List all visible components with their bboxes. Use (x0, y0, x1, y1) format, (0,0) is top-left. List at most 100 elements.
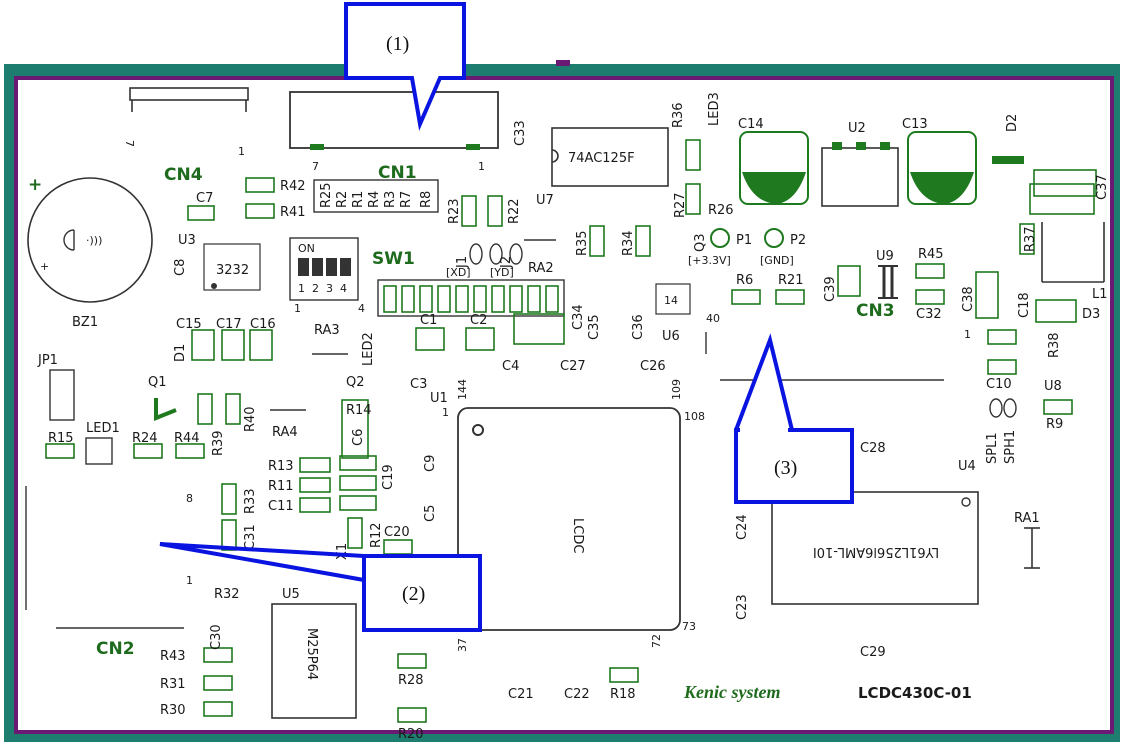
ref-c14: C14 (738, 117, 764, 132)
ref-r8: R8 (419, 191, 434, 208)
u6-chip: 14 (655, 283, 691, 315)
ref-sph1: SPH1 (1003, 430, 1018, 464)
ref-q1: Q1 (148, 375, 167, 390)
cn4-connector: 7 1 CN4 (123, 87, 249, 185)
ref-r44: R44 (174, 431, 200, 446)
ref-u7: U7 (536, 193, 554, 208)
xd-label: [XD] (446, 266, 471, 279)
ref-c20: C20 (384, 525, 410, 540)
ref-r32: R32 (214, 587, 240, 602)
c13-capacitor (907, 131, 977, 205)
ref-d3: D3 (1082, 307, 1100, 322)
ref-r13: R13 (268, 459, 294, 474)
cn2-label: CN2 (96, 639, 135, 659)
cn4-pin7-label: 7 (123, 140, 136, 147)
ref-r37: R37 (1023, 226, 1038, 252)
ref-j1: J1 (455, 256, 470, 269)
ref-u5: U5 (282, 587, 300, 602)
u4-ram-chip: LY61L256l6AML-10I (771, 491, 979, 605)
ref-c24: C24 (735, 514, 750, 540)
ref-c38: C38 (961, 286, 976, 312)
ref-r40: R40 (243, 406, 258, 432)
sw1-dip-switch: ON 1 2 3 4 SW1 (289, 237, 415, 301)
ref-r35: R35 (575, 230, 590, 256)
ref-c11: C11 (268, 499, 294, 514)
qfp-pin-108: 108 (684, 410, 705, 423)
u7-chip: 74AC125F (551, 127, 669, 187)
resistor-bank (313, 179, 565, 317)
ref-u6: U6 (662, 329, 680, 344)
ref-p1: P1 (736, 233, 752, 248)
ref-r18: R18 (610, 687, 636, 702)
ref-c26: C26 (640, 359, 666, 374)
ref-r39: R39 (211, 430, 226, 456)
spl1-pad (989, 398, 1003, 418)
ref-q2: Q2 (346, 375, 365, 390)
ref-c6: C6 (351, 429, 366, 446)
qfp-pin-72: 72 (650, 634, 663, 648)
kenic-logo: Kenic system (683, 682, 781, 702)
ref-r38: R38 (1047, 332, 1062, 358)
ram-part-number: LY61L256l6AML-10I (813, 544, 939, 559)
ref-c19: C19 (381, 464, 396, 490)
ref-r42: R42 (280, 179, 306, 194)
u7-part-number: 74AC125F (568, 151, 635, 166)
ref-u4: U4 (958, 459, 976, 474)
ref-r41: R41 (280, 205, 306, 220)
ref-c29: C29 (860, 645, 886, 660)
ref-r22: R22 (507, 198, 522, 224)
ref-r34: R34 (621, 230, 636, 256)
u2-regulator (821, 142, 899, 207)
ref-c1: C1 (420, 313, 437, 328)
u3-part-number: 3232 (216, 263, 249, 278)
ref-led1: LED1 (86, 421, 120, 436)
qfp-pin-37: 37 (456, 638, 469, 652)
ref-ra3: RA3 (314, 323, 340, 338)
ref-c34: C34 (571, 304, 586, 330)
qfp-pin-1: 1 (442, 406, 449, 419)
ref-u1: U1 (430, 391, 448, 406)
q1-transistor (154, 398, 177, 421)
j1-jumper (469, 243, 483, 265)
ref-bz1: BZ1 (72, 315, 98, 330)
sw1-pin-1: 1 (298, 282, 305, 295)
jp1-jumper (49, 369, 75, 421)
smd-pad-array (45, 139, 1095, 723)
qfp-pin-109: 109 (670, 379, 683, 400)
p1-testpoint (710, 228, 730, 248)
cn3-label: CN3 (856, 301, 895, 321)
ref-d2: D2 (1005, 114, 1020, 132)
led1-led (85, 437, 113, 465)
ref-c22: C22 (564, 687, 590, 702)
ref-r6: R6 (736, 273, 753, 288)
ref-c21: C21 (508, 687, 534, 702)
ref-c15: C15 (176, 317, 202, 332)
callout-1: (1) (344, 2, 466, 131)
ref-designators: C33 R36 LED3 C14 U2 C13 D2 C37 R42 R41 C… (37, 92, 1110, 742)
pcb-title: LCDC430C-01 (858, 684, 972, 702)
ref-c39: C39 (823, 276, 838, 302)
ref-r11: R11 (268, 479, 294, 494)
bz1-plus-small: + (40, 260, 49, 273)
ref-ra4: RA4 (272, 425, 298, 440)
sw1-pin-2: 2 (312, 282, 319, 295)
cn2-pin8-label: 8 (186, 492, 193, 505)
sw1-pin-4: 4 (340, 282, 347, 295)
j2-jumper (509, 243, 523, 265)
u6-pin-label: 14 (664, 294, 678, 307)
sw1-label: SW1 (372, 249, 415, 269)
cn1-pin7-label: 7 (312, 160, 319, 173)
ref-c17: C17 (216, 317, 242, 332)
ref-c8: C8 (173, 259, 188, 276)
gnd-label: [GND] (760, 254, 794, 267)
qfp-pin-73: 73 (682, 620, 696, 633)
ref-r1: R1 (351, 191, 366, 208)
ref-r27: R27 (673, 192, 688, 218)
ref-c33: C33 (513, 120, 528, 146)
ref-r21: R21 (778, 273, 804, 288)
ref-r15: R15 (48, 431, 74, 446)
resistor-lines (270, 222, 1105, 569)
ref-c31: C31 (243, 524, 258, 550)
ref-p2: P2 (790, 233, 806, 248)
